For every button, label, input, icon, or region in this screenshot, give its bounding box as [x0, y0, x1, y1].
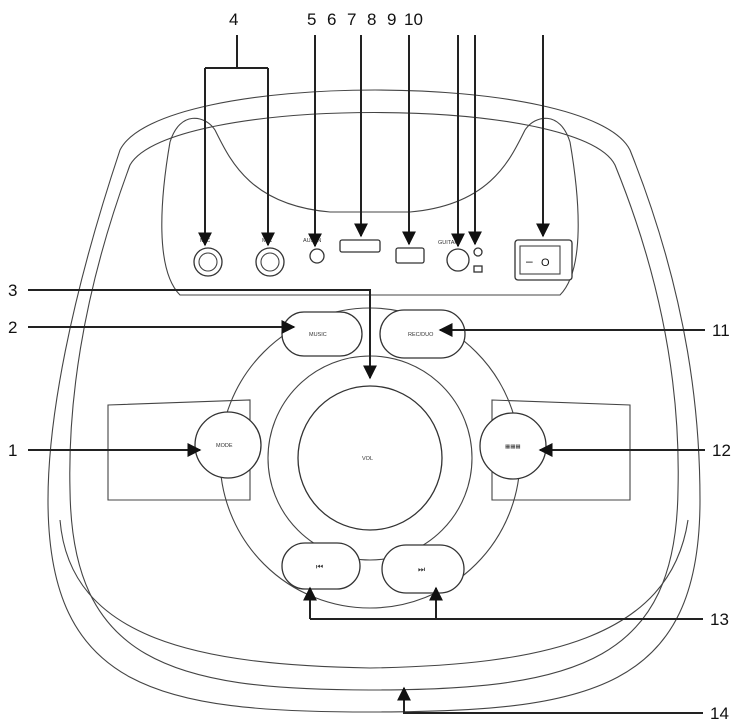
- previous-icon: ⏮: [316, 562, 323, 571]
- power-switch-on: O: [541, 257, 550, 269]
- leader-3: [28, 289, 377, 380]
- callout-7: 7: [347, 10, 356, 29]
- usb-port[interactable]: [395, 247, 425, 264]
- volume-label: VOL: [362, 456, 373, 462]
- next-button[interactable]: [381, 544, 465, 594]
- guitar-label: GUITAR: [438, 240, 458, 246]
- callout-4: 4: [229, 10, 238, 29]
- leader-4: [198, 35, 275, 247]
- speaker-body-inner-outline: [69, 111, 679, 691]
- previous-button[interactable]: [281, 542, 361, 590]
- led-mark: [473, 265, 483, 273]
- speaker-body-outline: [47, 89, 701, 713]
- power-switch[interactable]: [514, 239, 573, 281]
- aux-in-jack[interactable]: [309, 248, 325, 264]
- callout-2: 2: [8, 318, 17, 337]
- callout-12: 12: [712, 441, 731, 460]
- music-button[interactable]: [281, 311, 363, 357]
- mic-1-jack[interactable]: [193, 247, 223, 277]
- volume-knob[interactable]: [297, 385, 443, 531]
- aux-in-label: AUX IN: [303, 238, 321, 244]
- tf-card-slot[interactable]: [339, 239, 381, 253]
- callout-5: 5: [307, 10, 316, 29]
- callout-10: 10: [404, 10, 423, 29]
- bottom-rim: [59, 519, 689, 669]
- callout-1: 1: [8, 441, 17, 460]
- guitar-jack[interactable]: [446, 248, 470, 272]
- music-button-label: MUSIC: [309, 332, 327, 338]
- callout-13: 13: [710, 610, 729, 629]
- left-wing: [107, 399, 251, 501]
- callout-9: 9: [387, 10, 396, 29]
- control-ring: VOL MUSIC REC/DUO MODE ▦▦▦ ⏮ ⏭: [194, 307, 547, 609]
- leader-13: [303, 586, 703, 620]
- indicator-led: [473, 247, 483, 257]
- leader-14: [397, 686, 703, 714]
- callout-14: 14: [710, 704, 729, 723]
- callout-6: 6: [327, 10, 336, 29]
- rec-duo-button-label: REC/DUO: [408, 332, 434, 338]
- connector-panel: MIC MIC AUX IN GUITAR – O: [193, 238, 573, 281]
- callout-3: 3: [8, 281, 17, 300]
- rec-duo-button[interactable]: [379, 309, 466, 359]
- mic-2-jack[interactable]: [255, 247, 285, 277]
- callout-8: 8: [367, 10, 376, 29]
- mode-button-label: MODE: [216, 443, 233, 449]
- power-switch-off: –: [526, 254, 533, 268]
- next-icon: ⏭: [418, 565, 425, 574]
- callout-11: 11: [712, 321, 730, 340]
- handle-cutout: [161, 117, 579, 296]
- light-button-label: ▦▦▦: [505, 444, 521, 450]
